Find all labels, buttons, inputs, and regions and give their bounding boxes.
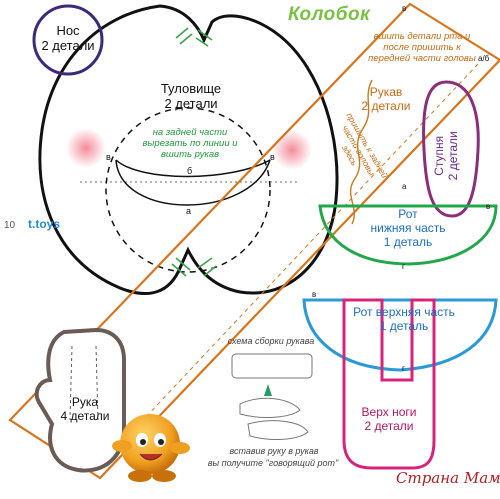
body-cut-circle [105,107,271,273]
kolobok-character [112,414,190,482]
watermark: Страна Мам [396,469,500,487]
mouth-upper-name: Рот верхняя часть [353,305,455,319]
body-name: Туловище [160,81,222,96]
letter-g: г [402,262,405,271]
mouth-upper-piece [302,298,498,372]
hand-name: Рука [71,395,99,409]
letter-a-mouth: а [402,182,407,191]
blush-right [272,130,312,170]
body-count: 2 детали [164,95,218,111]
brand-logo: t.toys [28,217,61,231]
sleeve-label: Рукав 2 детали [354,85,418,114]
body-outline [38,4,339,295]
sleeve-name: Рукав [369,85,403,99]
leg-top-count: 2 детали [364,418,414,433]
assembly-note-1: вставив руку в рукав [229,446,319,456]
mouth-upper-label: Рот верхняя часть 1 деталь [334,305,474,334]
hand-piece [34,327,126,473]
letter-v-upper: в [312,290,317,299]
sleeve-seam [349,79,373,225]
foot-name: Ступня [432,135,447,176]
nose-label: Нос 2 детали [40,23,96,54]
foot-count: 2 детали [446,131,460,181]
page-number: 10 [4,220,16,231]
assembly-note-2: вы получите "говорящий рот" [207,458,339,468]
body-label: Туловище 2 детали [146,81,236,112]
sleeve-count: 2 детали [361,98,411,113]
nose-piece [32,4,104,76]
cut-guide [8,2,500,480]
letter-v-left: в [106,152,111,162]
page-title: Колобок [288,4,371,25]
mouth-lower-count: 1 деталь [383,234,433,249]
letter-v-right: в [270,152,275,162]
letter-ab: а/б [478,54,490,63]
blush-left [66,128,106,168]
dart-marks [171,27,217,277]
sleeve-sew-note: вшить детали рта и после пришить к перед… [368,31,476,64]
hand-count: 4 детали [60,408,110,423]
letter-v-mouth: в [486,202,491,211]
body-curve-a [115,159,271,206]
hand-label: Рука 4 детали [52,395,118,424]
letter-b: б [187,166,193,176]
assembly-title: схема сборки рукава [227,336,315,346]
nose-name: Нос [56,23,80,38]
letter-v-top: в [402,4,407,13]
mouth-lower-piece [318,204,498,266]
nose-count: 2 детали [41,37,95,53]
letter-g-upper: г [402,364,405,373]
leg-top-name: Верх ноги [361,405,417,419]
foot-piece [422,80,480,218]
foot-label: Ступня 2 детали [432,117,461,195]
leg-top-piece [342,298,436,470]
mouth-lower-name: Рот [398,207,418,221]
mouth-upper-count: 1 деталь [379,318,429,333]
mouth-lower-sub: нижняя часть [370,220,446,235]
assembly-scheme [231,353,313,440]
body-note: на задней части вырезать по линии и вшит… [142,127,238,160]
leg-top-label: Верх ноги 2 детали [344,405,434,434]
letter-a: а [186,206,192,216]
mouth-lower-label: Рот нижняя часть 1 деталь [360,207,456,249]
